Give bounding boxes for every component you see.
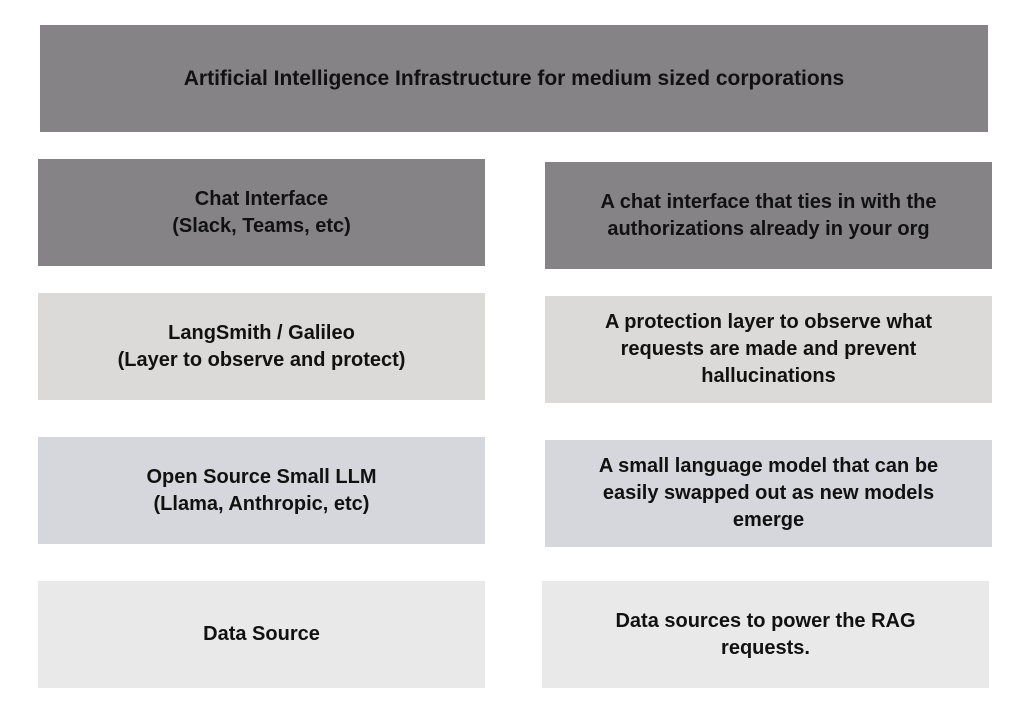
layer-name: LangSmith / Galileo [168, 321, 355, 344]
layer-description: Data sources to power the RAG requests. [615, 608, 915, 662]
layer-observability-description-box: A protection layer to observe what reque… [545, 296, 992, 403]
diagram-title-box: Artificial Intelligence Infrastructure f… [40, 25, 988, 132]
layer-data-source-label: Data Source [203, 621, 320, 648]
description-line: requests. [721, 636, 810, 659]
layer-chat-interface-box: Chat Interface (Slack, Teams, etc) [38, 159, 485, 266]
diagram-title: Artificial Intelligence Infrastructure f… [183, 67, 845, 90]
layer-name: Open Source Small LLM [146, 465, 377, 488]
description-line: emerge [732, 509, 805, 531]
layer-name: Data Source [203, 623, 320, 645]
layer-name: Chat Interface [194, 187, 329, 210]
layer-observability-label: LangSmith / Galileo (Layer to observe an… [118, 320, 406, 374]
layer-data-source-box: Data Source [38, 581, 485, 688]
layer-examples: (Layer to observe and protect) [117, 348, 406, 371]
description-line: authorizations already in your org [607, 217, 930, 240]
layer-description: A small language model that can be easil… [599, 453, 938, 534]
description-line: A small language model that can be [598, 455, 939, 477]
layer-description: A chat interface that ties in with the a… [601, 189, 937, 243]
layer-description: A protection layer to observe what reque… [605, 309, 932, 390]
description-line: A chat interface that ties in with the [600, 190, 937, 213]
description-line: easily swapped out as new models [602, 482, 935, 504]
layer-data-source-description-box: Data sources to power the RAG requests. [542, 581, 989, 688]
layer-examples: (Llama, Anthropic, etc) [153, 492, 370, 515]
description-line: A protection layer to observe what [604, 311, 933, 333]
layer-examples: (Slack, Teams, etc) [172, 214, 351, 237]
layer-chat-interface-label: Chat Interface (Slack, Teams, etc) [172, 186, 351, 240]
layer-chat-interface-description-box: A chat interface that ties in with the a… [545, 162, 992, 269]
layer-llm-label: Open Source Small LLM (Llama, Anthropic,… [146, 464, 376, 518]
description-line: requests are made and prevent [620, 338, 917, 360]
layer-llm-box: Open Source Small LLM (Llama, Anthropic,… [38, 437, 485, 544]
layer-llm-description-box: A small language model that can be easil… [545, 440, 992, 547]
layer-observability-box: LangSmith / Galileo (Layer to observe an… [38, 293, 485, 400]
description-line: Data sources to power the RAG [615, 609, 916, 632]
description-line: hallucinations [701, 365, 836, 387]
